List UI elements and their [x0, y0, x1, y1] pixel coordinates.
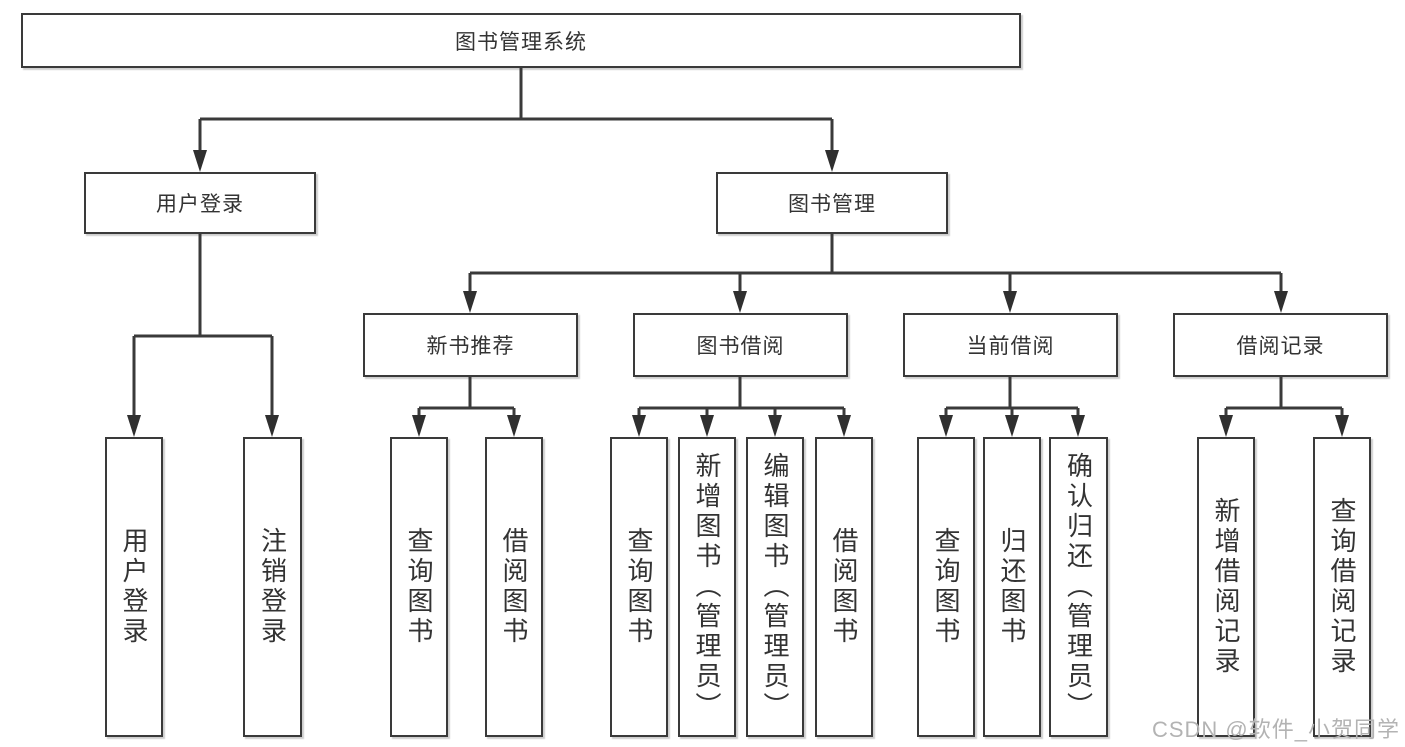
leaf-borrow-books-recommend: 借阅图书	[485, 437, 543, 737]
node-book-borrow: 图书借阅	[633, 313, 848, 377]
node-label: 借阅图书	[829, 527, 859, 647]
watermark: CSDN @软件_小贺同学	[1151, 717, 1400, 742]
leaf-query-borrow-record: 查询借阅记录	[1313, 437, 1371, 737]
node-label: 图书借阅	[696, 335, 785, 358]
node-new-book-recommend: 新书推荐	[363, 313, 578, 377]
arrowhead-icons	[127, 150, 1349, 437]
node-label: 新增图书（管理员）	[692, 452, 722, 722]
node-label: 用户登录	[119, 527, 149, 647]
node-label: 当前借阅	[966, 335, 1055, 358]
node-user-login: 用户登录	[84, 172, 316, 234]
leaf-edit-book-admin: 编辑图书（管理员）	[746, 437, 804, 737]
leaf-query-books-borrow: 查询图书	[610, 437, 668, 737]
leaf-add-book-admin: 新增图书（管理员）	[678, 437, 736, 737]
node-label: 用户登录	[156, 193, 244, 216]
node-label: 图书管理系统	[455, 30, 587, 54]
node-label: 查询图书	[624, 527, 654, 647]
leaf-borrow-books-borrow: 借阅图书	[815, 437, 873, 737]
node-label: 查询借阅记录	[1327, 497, 1357, 677]
node-label: 借阅图书	[499, 527, 529, 647]
leaf-query-books-recommend: 查询图书	[390, 437, 448, 737]
node-label: 注销登录	[257, 527, 288, 647]
node-borrow-records: 借阅记录	[1173, 313, 1388, 377]
leaf-confirm-return-admin: 确认归还（管理员）	[1049, 437, 1108, 737]
leaf-logout-login: 注销登录	[243, 437, 302, 737]
leaf-query-books-current: 查询图书	[917, 437, 975, 737]
leaf-user-login: 用户登录	[105, 437, 163, 737]
node-label: 查询图书	[404, 527, 434, 647]
node-label: 确认归还（管理员）	[1063, 452, 1094, 722]
node-label: 编辑图书（管理员）	[760, 452, 790, 722]
node-label: 归还图书	[997, 527, 1027, 647]
node-book-management: 图书管理	[716, 172, 948, 234]
node-label: 查询图书	[931, 527, 961, 647]
node-label: 图书管理	[788, 193, 876, 216]
node-current-borrow: 当前借阅	[903, 313, 1118, 377]
node-label: 新增借阅记录	[1211, 497, 1241, 677]
leaf-add-borrow-record: 新增借阅记录	[1197, 437, 1255, 737]
node-root-system: 图书管理系统	[21, 13, 1021, 68]
node-label: 借阅记录	[1236, 335, 1325, 358]
node-label: 新书推荐	[426, 335, 515, 358]
leaf-return-books: 归还图书	[983, 437, 1041, 737]
